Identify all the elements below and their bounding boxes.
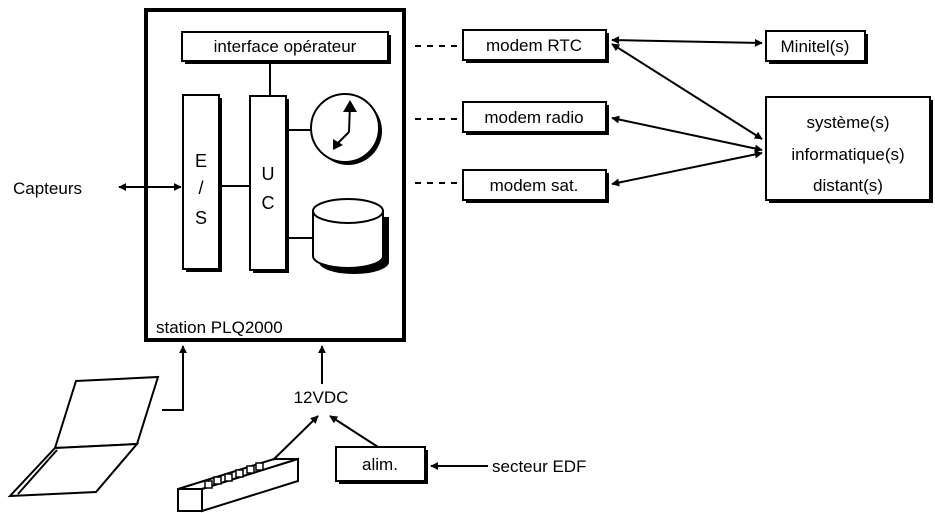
remote-systems-line-3: distant(s): [813, 176, 883, 195]
minitel-box: Minitel(s): [765, 30, 868, 64]
station-name-label: station PLQ2000: [156, 318, 283, 337]
sensors-label: Capteurs: [13, 179, 82, 198]
rtc-remote-arrow: [611, 43, 763, 140]
io-box: E / S: [182, 94, 222, 272]
voltage-label: 12VDC: [294, 388, 349, 407]
modem-radio-box: modem radio: [462, 101, 609, 135]
clock-icon: [310, 93, 382, 165]
cpu-box: U C: [249, 95, 289, 273]
radio-remote-arrow: [611, 115, 763, 153]
battery-voltage-arrow: [272, 415, 319, 461]
cpu-letter-c: C: [262, 193, 275, 213]
disk-storage-icon: [312, 198, 389, 274]
remote-systems-line-1: système(s): [806, 113, 889, 132]
operator-interface-label: interface opérateur: [214, 37, 357, 56]
modem-rtc-box: modem RTC: [462, 29, 609, 63]
io-letter-s: S: [195, 208, 207, 228]
supply-voltage-arrow: [329, 415, 379, 448]
laptop-station-arrow: [162, 345, 187, 411]
operator-interface-box: interface opérateur: [181, 31, 391, 64]
io-letter-slash: /: [198, 178, 203, 198]
remote-systems-box: système(s) informatique(s) distant(s): [765, 96, 933, 203]
power-supply-box: alim.: [335, 446, 428, 484]
modem-rtc-label: modem RTC: [486, 36, 582, 55]
power-supply-label: alim.: [362, 455, 398, 474]
sat-remote-arrow: [611, 150, 763, 187]
mains-label: secteur EDF: [492, 457, 586, 476]
cpu-letter-u: U: [262, 164, 275, 184]
modem-sat-label: modem sat.: [490, 176, 579, 195]
battery-pack-icon: [177, 457, 299, 513]
remote-systems-line-2: informatique(s): [791, 145, 904, 164]
minitel-label: Minitel(s): [781, 37, 850, 56]
rtc-minitel-arrow: [611, 36, 763, 47]
laptop-icon: [7, 375, 160, 498]
io-letter-e: E: [195, 151, 207, 171]
modem-sat-box: modem sat.: [462, 169, 609, 203]
modem-radio-label: modem radio: [484, 108, 583, 127]
